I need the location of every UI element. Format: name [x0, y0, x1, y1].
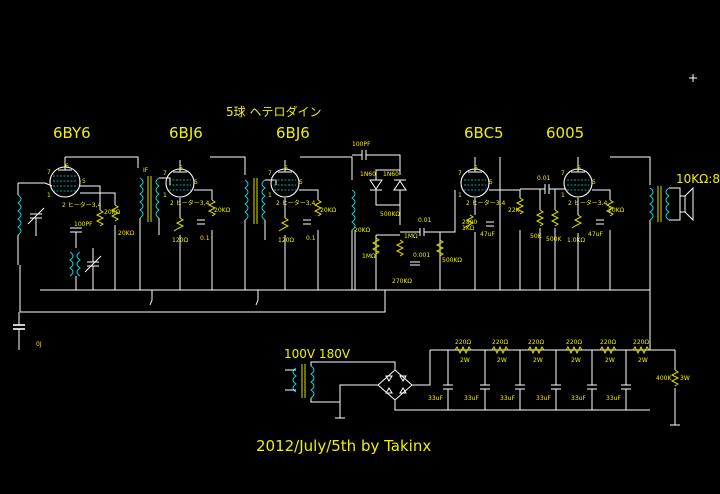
svg-text:100PF: 100PF [74, 221, 93, 228]
tube-name-5: 6005 [546, 124, 584, 142]
svg-text:1N60: 1N60 [383, 171, 399, 178]
svg-text:1KΩ: 1KΩ [462, 225, 475, 232]
svg-text:6: 6 [65, 163, 69, 170]
svg-text:2 ヒーター3,4: 2 ヒーター3,4 [62, 201, 101, 209]
stage-detector: 20KΩ 100PF 1N60 1N60 500KΩ 1MΩ 270KΩ 1MΩ… [351, 141, 462, 290]
svg-text:1: 1 [47, 192, 51, 199]
svg-text:0.01: 0.01 [537, 175, 551, 182]
svg-text:33uF: 33uF [606, 395, 621, 402]
svg-text:3W: 3W [680, 375, 690, 382]
svg-text:33uF: 33uF [571, 395, 586, 402]
tube-name-3: 6BJ6 [276, 124, 310, 142]
svg-text:500KΩ: 500KΩ [442, 257, 462, 264]
svg-text:7: 7 [47, 169, 51, 176]
svg-text:2 ヒーター3,4: 2 ヒーター3,4 [568, 199, 607, 207]
svg-text:7: 7 [458, 170, 462, 177]
stage-output: 7 6 5 1 2 ヒーター3,4 1.0KΩ 47uF 20KΩ [561, 157, 681, 290]
svg-text:0.01: 0.01 [418, 217, 432, 224]
svg-text:6: 6 [284, 165, 288, 172]
tube-name-1: 6BY6 [53, 124, 91, 142]
svg-text:1: 1 [268, 192, 272, 199]
svg-text:47uF: 47uF [588, 231, 603, 238]
svg-text:1: 1 [458, 192, 462, 199]
svg-text:220Ω: 220Ω [566, 339, 582, 346]
svg-text:500K: 500K [546, 236, 562, 243]
svg-text:220Ω: 220Ω [492, 339, 508, 346]
svg-text:5: 5 [82, 178, 86, 185]
svg-text:400K: 400K [656, 375, 672, 382]
svg-text:2W: 2W [460, 357, 470, 364]
svg-text:6: 6 [577, 165, 581, 172]
svg-text:22K: 22K [508, 207, 521, 214]
svg-text:7: 7 [268, 170, 272, 177]
svg-text:1: 1 [561, 192, 565, 199]
svg-text:5: 5 [592, 179, 596, 186]
diagram-title: 5球 ヘテロダイン [226, 104, 321, 119]
svg-text:220Ω: 220Ω [600, 339, 616, 346]
svg-text:IF: IF [143, 167, 149, 174]
svg-text:2W: 2W [571, 357, 581, 364]
svg-text:2W: 2W [638, 357, 648, 364]
svg-text:1N60: 1N60 [360, 171, 376, 178]
svg-text:5: 5 [194, 179, 198, 186]
ps-transformer-label: 100V 180V [284, 347, 351, 361]
svg-text:0.1: 0.1 [200, 235, 210, 242]
svg-text:270KΩ: 270KΩ [392, 278, 412, 285]
svg-text:0.1: 0.1 [306, 235, 316, 242]
svg-text:6: 6 [474, 165, 478, 172]
svg-text:220Ω: 220Ω [455, 339, 471, 346]
svg-text:1: 1 [163, 192, 167, 199]
svg-text:20KΩ: 20KΩ [608, 207, 625, 214]
stage-audio-amp: 7 6 5 1 2 ヒーター3,4 22K 2800 1KΩ 47uF 0.01… [440, 157, 565, 290]
svg-text:20KΩ: 20KΩ [214, 207, 231, 214]
svg-text:2W: 2W [533, 357, 543, 364]
svg-text:220Ω: 220Ω [528, 339, 544, 346]
svg-text:2W: 2W [605, 357, 615, 364]
speaker-icon [679, 186, 694, 222]
svg-text:0.001: 0.001 [413, 252, 430, 259]
crosshair-cursor-icon [689, 74, 697, 82]
svg-text:20KΩ: 20KΩ [320, 207, 337, 214]
svg-text:7: 7 [561, 170, 565, 177]
svg-text:33uF: 33uF [428, 395, 443, 402]
svg-text:100PF: 100PF [352, 141, 371, 148]
stage-if-1: IF 7 6 5 1 2 ヒーター3,4 20KΩ 120Ω 0.1 [139, 160, 231, 290]
svg-text:6: 6 [179, 165, 183, 172]
stage-converter: 0J 7 6 5 1 2 ヒーター3,4 20KΩ 20KΩ 100PF [13, 157, 135, 350]
svg-text:5: 5 [489, 179, 493, 186]
stage-if-2: 7 6 5 1 2 ヒーター3,4 20KΩ 120Ω 0.1 [244, 160, 337, 290]
svg-text:1.0KΩ: 1.0KΩ [567, 237, 585, 244]
svg-text:1MΩ: 1MΩ [404, 233, 418, 240]
svg-text:2W: 2W [497, 357, 507, 364]
svg-text:2 ヒーター3,4: 2 ヒーター3,4 [466, 199, 505, 207]
svg-text:20KΩ: 20KΩ [118, 230, 135, 237]
svg-text:220Ω: 220Ω [633, 339, 649, 346]
tube-name-2: 6BJ6 [169, 124, 203, 142]
power-supply: 400K 3W 220Ω 220Ω 220Ω 220Ω 220Ω 220Ω 2W… [285, 339, 690, 426]
tube-name-4: 6BC5 [464, 124, 504, 142]
speaker-label: 10KΩ:8 [676, 172, 720, 186]
antenna-cap-label: 0J [36, 341, 42, 348]
credit-text: 2012/July/5th by Takinx [256, 437, 431, 455]
svg-text:2 ヒーター3,4: 2 ヒーター3,4 [276, 199, 315, 207]
svg-text:20KΩ: 20KΩ [354, 227, 371, 234]
svg-text:500KΩ: 500KΩ [380, 211, 400, 218]
svg-text:7: 7 [163, 170, 167, 177]
svg-text:20KΩ: 20KΩ [104, 209, 121, 216]
svg-text:2 ヒーター3,4: 2 ヒーター3,4 [170, 199, 209, 207]
svg-text:2800: 2800 [462, 219, 477, 226]
svg-text:1MΩ: 1MΩ [362, 253, 376, 260]
svg-text:47uF: 47uF [480, 231, 495, 238]
svg-text:33uF: 33uF [500, 395, 515, 402]
svg-text:33uF: 33uF [464, 395, 479, 402]
svg-text:5: 5 [299, 179, 303, 186]
svg-text:120Ω: 120Ω [278, 237, 294, 244]
svg-text:50K: 50K [530, 233, 543, 240]
main-wiring [19, 156, 651, 350]
svg-text:33uF: 33uF [536, 395, 551, 402]
